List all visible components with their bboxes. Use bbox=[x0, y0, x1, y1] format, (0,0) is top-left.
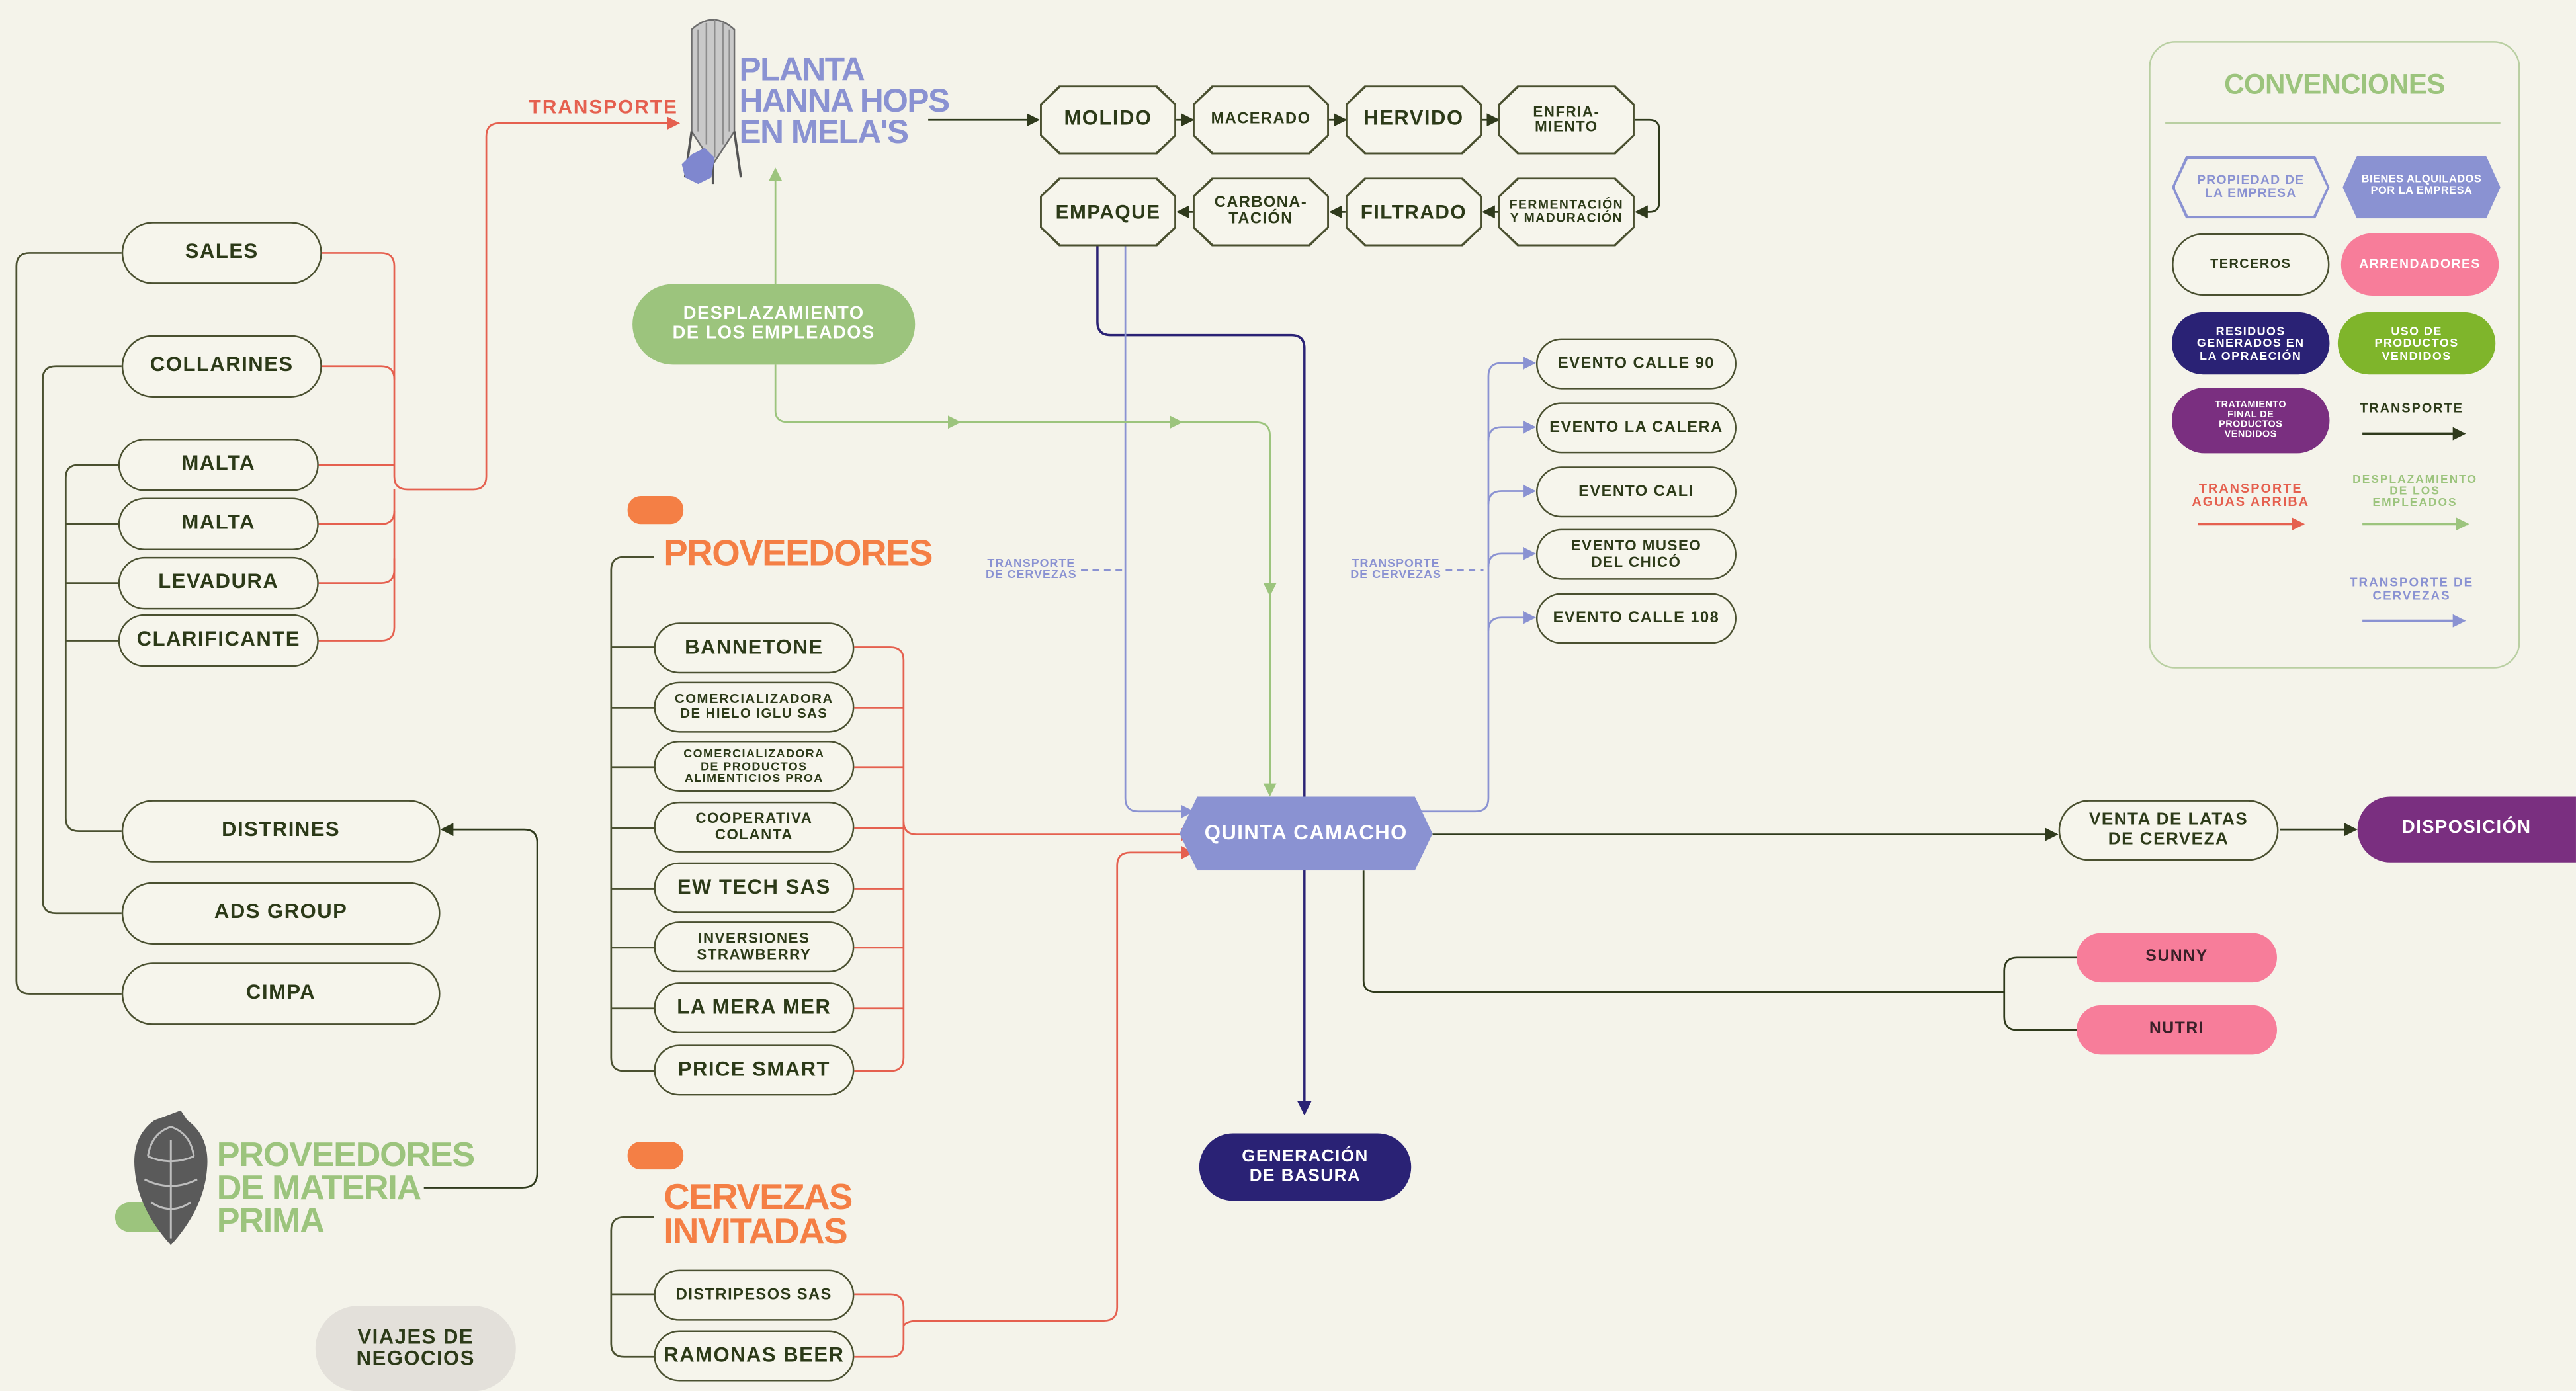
cervezas-title-line1: CERVEZAS bbox=[664, 1176, 853, 1218]
proveedor-la-mera-mer: LA MERA MER bbox=[654, 982, 855, 1034]
convenciones-title: CONVENCIONES bbox=[2224, 69, 2445, 101]
cervezas-invitadas-title: CERVEZAS INVITADAS bbox=[664, 1176, 853, 1252]
materia-item-sales: SALES bbox=[121, 222, 322, 284]
materia-prima-title-line3: PRIMA bbox=[216, 1202, 325, 1240]
materia-item-malta-2: MALTA bbox=[118, 497, 319, 550]
proveedor-bannetone: BANNETONE bbox=[654, 622, 855, 674]
quinta-camacho-node: QUINTA CAMACHO bbox=[1180, 796, 1433, 871]
legend-terceros: TERCEROS bbox=[2172, 233, 2330, 296]
process-carbonatacion: CARBONA- TACIÓN bbox=[1192, 177, 1330, 247]
desplazamiento-node: DESPLAZAMIENTO DE LOS EMPLEADOS bbox=[632, 284, 916, 365]
proveedor-price-smart: PRICE SMART bbox=[654, 1044, 855, 1096]
proveedores-title: PROVEEDORES bbox=[664, 532, 933, 573]
proveedor-ew-tech: EW TECH SAS bbox=[654, 862, 855, 913]
evento-cali: EVENTO CALI bbox=[1535, 466, 1737, 518]
process-macerado: MACERADO bbox=[1192, 85, 1330, 155]
materia-prima-title: PROVEEDORES DE MATERIA PRIMA bbox=[216, 1136, 475, 1240]
process-empaque: EMPAQUE bbox=[1039, 177, 1177, 247]
legend-uso: USO DE PRODUCTOS VENDIDOS bbox=[2337, 312, 2496, 375]
proveedor-strawberry: INVERSIONES STRAWBERRY bbox=[654, 921, 855, 973]
legend-tratamiento: TRATAMIENTO FINAL DE PRODUCTOS VENDIDOS bbox=[2172, 388, 2330, 454]
process-filtrado: FILTRADO bbox=[1345, 177, 1482, 247]
proveedores-tag bbox=[627, 495, 684, 525]
process-hervido: HERVIDO bbox=[1345, 85, 1482, 155]
arrendador-nutri: NUTRI bbox=[2077, 1005, 2277, 1055]
hop-cone-icon bbox=[114, 1107, 217, 1249]
legend-transporte: TRANSPORTE bbox=[2360, 400, 2464, 416]
legend-arrendadores: ARRENDADORES bbox=[2340, 233, 2499, 296]
process-enfriamiento: ENFRIA- MIENTO bbox=[1498, 85, 1635, 155]
disposicion-node: DISPOSICIÓN bbox=[2357, 796, 2576, 863]
fermentation-tank-icon bbox=[679, 7, 748, 190]
materia-item-cimpa: CIMPA bbox=[121, 962, 441, 1025]
materia-item-ads-group: ADS GROUP bbox=[121, 882, 441, 945]
planta-title: PLANTA HANNA HOPS EN MELA'S bbox=[739, 52, 951, 151]
materia-prima-title-line2: DE MATERIA bbox=[216, 1169, 421, 1208]
evento-la-calera: EVENTO LA CALERA bbox=[1535, 402, 1737, 454]
materia-item-malta-1: MALTA bbox=[118, 439, 319, 491]
legend-bienes: BIENES ALQUILADOS POR LA EMPRESA bbox=[2342, 155, 2501, 219]
transporte-label: TRANSPORTE bbox=[529, 95, 678, 118]
materia-item-distrines: DISTRINES bbox=[121, 800, 441, 863]
legend-propiedad-inner: PROPIEDAD DE LA EMPRESA bbox=[2174, 158, 2327, 216]
planta-title-line1: PLANTA bbox=[739, 52, 865, 89]
arrendador-sunny: SUNNY bbox=[2077, 933, 2277, 983]
materia-item-levadura: LEVADURA bbox=[118, 556, 319, 610]
viajes-node: VIAJES DE NEGOCIOS bbox=[315, 1306, 516, 1391]
legend-desplazamiento: DESPLAZAMIENTO DE LOS EMPLEADOS bbox=[2352, 474, 2477, 509]
proveedor-proa: COMERCIALIZADORA DE PRODUCTOS ALIMENTICI… bbox=[654, 741, 855, 792]
process-molido: MOLIDO bbox=[1039, 85, 1177, 155]
cervezas-tag bbox=[627, 1141, 684, 1170]
transporte-cervezas-label-right: TRANSPORTE DE CERVEZAS bbox=[1350, 555, 1441, 582]
proveedor-hielo-iglu: COMERCIALIZADORA DE HIELO IGLU SAS bbox=[654, 681, 855, 733]
materia-item-collarines: COLLARINES bbox=[121, 335, 322, 398]
legend-transporte-aguas: TRANSPORTE AGUAS ARRIBA bbox=[2192, 481, 2310, 509]
evento-calle-108: EVENTO CALLE 108 bbox=[1535, 593, 1737, 644]
cerveza-ramonas: RAMONAS BEER bbox=[654, 1330, 855, 1382]
cervezas-title-line2: INVITADAS bbox=[664, 1210, 847, 1252]
evento-calle-90: EVENTO CALLE 90 bbox=[1535, 338, 1737, 390]
evento-museo-chico: EVENTO MUSEO DEL CHICÓ bbox=[1535, 528, 1737, 580]
venta-latas-node: VENTA DE LATAS DE CERVEZA bbox=[2058, 800, 2279, 861]
legend-residuos: RESIDUOS GENERADOS EN LA OPRAECIÓN bbox=[2172, 312, 2330, 375]
convenciones-panel bbox=[2149, 41, 2520, 669]
process-fermentacion: FERMENTACIÓN Y MADURACIÓN bbox=[1498, 177, 1635, 247]
cerveza-distripesos: DISTRIPESOS SAS bbox=[654, 1269, 855, 1321]
proveedor-colanta: COOPERATIVA COLANTA bbox=[654, 801, 855, 853]
transporte-cervezas-label-left: TRANSPORTE DE CERVEZAS bbox=[986, 555, 1077, 582]
generacion-basura-node: GENERACIÓN DE BASURA bbox=[1199, 1133, 1412, 1201]
planta-title-line2: HANNA HOPS bbox=[739, 83, 951, 120]
materia-prima-title-line1: PROVEEDORES bbox=[216, 1136, 475, 1175]
legend-transporte-cervezas: TRANSPORTE DE CERVEZAS bbox=[2350, 575, 2474, 603]
materia-item-clarificante: CLARIFICANTE bbox=[118, 614, 319, 667]
planta-title-line3: EN MELA'S bbox=[739, 114, 910, 151]
